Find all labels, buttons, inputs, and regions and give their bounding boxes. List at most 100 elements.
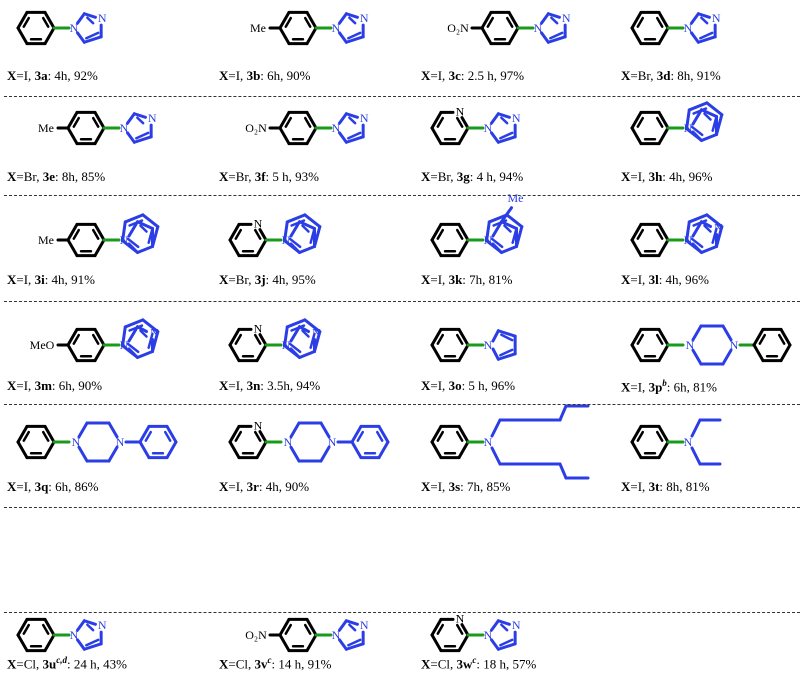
halide-symbol: X: [621, 479, 631, 494]
compound-3w: NNN: [430, 611, 521, 653]
caption-3f: X=Br, 3f: 5 h, 93%: [219, 169, 319, 185]
compound-id: 3e: [42, 169, 55, 184]
compound-3r: N N N: [228, 418, 390, 463]
halide-symbol: X: [219, 378, 229, 393]
pyridine-n-atom: N: [254, 418, 263, 432]
halide-value: =Cl,: [430, 656, 457, 672]
compound-id: 3c: [448, 68, 461, 83]
reaction-time: : 4 h,: [469, 169, 500, 184]
compound-id: 3l: [648, 272, 659, 287]
compound-3u: NN: [16, 617, 107, 653]
halide-value: =I,: [16, 479, 35, 494]
yield-value: 81%: [488, 272, 513, 287]
reaction-time: : 14 h,: [271, 656, 308, 672]
row-divider: [4, 195, 800, 196]
halide-symbol: X: [621, 68, 631, 83]
reaction-time: : 7h,: [462, 272, 489, 287]
reaction-time: : 6h,: [260, 68, 287, 83]
halide-symbol: X: [621, 379, 631, 395]
halide-value: =Br,: [228, 169, 255, 184]
compound-id: 3o: [448, 378, 462, 393]
halide-symbol: X: [219, 169, 229, 184]
ring-n3-atom: N: [150, 326, 159, 340]
halide-value: =I,: [16, 68, 35, 83]
yield-value: 81%: [685, 479, 710, 494]
caption-3q: X=I, 3q: 6h, 86%: [7, 479, 99, 495]
reaction-time: : 4h,: [47, 68, 74, 83]
caption-3t: X=I, 3t: 8h, 81%: [621, 479, 710, 495]
piperazine-n4-atom: N: [328, 435, 337, 449]
halide-symbol: X: [621, 272, 631, 287]
caption-3p: X=I, 3pb: 6h, 81%: [621, 378, 717, 395]
reaction-time: : 8h,: [54, 169, 82, 184]
halide-value: =Br,: [430, 169, 457, 184]
halide-value: =I,: [228, 378, 247, 393]
yield-value: 94%: [296, 378, 321, 393]
halide-symbol: X: [219, 656, 229, 672]
halide-symbol: X: [421, 68, 431, 83]
yield-value: 91%: [71, 272, 95, 287]
reaction-time: : 4h,: [44, 272, 72, 287]
imidazole-n3-atom: N: [360, 618, 369, 632]
caption-3s: X=I, 3s: 7h, 85%: [421, 479, 510, 495]
ring-n3-atom: N: [312, 326, 321, 340]
compound-id: 3n: [246, 378, 261, 393]
compound-id: 3g: [456, 169, 470, 184]
halide-value: =I,: [630, 272, 649, 287]
halide-symbol: X: [7, 378, 17, 393]
footnote-marker: c: [472, 655, 477, 665]
halide-value: =I,: [630, 379, 649, 395]
caption-3i: X=I, 3i: 4h, 91%: [7, 272, 95, 288]
compound-id: 3u: [42, 656, 57, 672]
reaction-time: : 6h,: [51, 378, 79, 393]
yield-value: 81%: [693, 379, 718, 395]
imidazole-n3-atom: N: [98, 618, 107, 632]
imidazole-n1-atom: N: [70, 21, 79, 35]
compound-3t: N: [630, 418, 722, 466]
caption-3e: X=Br, 3e: 8h, 85%: [7, 169, 105, 185]
yield-value: 90%: [285, 479, 310, 494]
row-divider: [4, 96, 800, 97]
yield-value: 57%: [512, 656, 537, 672]
halide-symbol: X: [421, 272, 431, 287]
imidazole-n1-atom: N: [70, 628, 79, 642]
compound-3j: NN: [228, 213, 322, 258]
compound-id: 3h: [648, 169, 663, 184]
footnote-marker: b: [662, 378, 667, 388]
piperazine-n1-atom: N: [72, 435, 81, 449]
row-divider: [4, 301, 800, 302]
compound-id: 3b: [246, 68, 261, 83]
caption-3n: X=I, 3n: 3.5h, 94%: [219, 378, 320, 394]
compound-3o: N: [430, 327, 517, 363]
caption-3w: X=Cl, 3wc: 18 h, 57%: [421, 655, 536, 672]
imidazole-n3-atom: N: [148, 111, 157, 125]
imidazole-n3-atom: N: [98, 11, 107, 25]
compound-3n: NNN: [228, 318, 322, 363]
compound-id: 3f: [254, 169, 266, 184]
methyl-label: Me: [38, 233, 54, 247]
halide-symbol: X: [219, 272, 229, 287]
halide-value: =I,: [228, 68, 247, 83]
footnote-marker: c,d: [56, 655, 67, 665]
yield-value: 91%: [307, 656, 332, 672]
halide-value: =Br,: [16, 169, 43, 184]
yield-value: 95%: [291, 272, 316, 287]
halide-symbol: X: [7, 479, 17, 494]
yield-value: 85%: [486, 479, 511, 494]
methyl-label: Me: [38, 121, 54, 135]
reaction-time: : 2.5 h,: [460, 68, 501, 83]
yield-value: 90%: [78, 378, 103, 393]
yield-value: 93%: [295, 169, 320, 184]
caption-3a: X=I, 3a: 4h, 92%: [7, 68, 98, 84]
amine-n-atom: N: [484, 435, 493, 449]
imidazole-n3-atom: N: [712, 11, 721, 25]
piperazine-n1-atom: N: [284, 435, 293, 449]
imidazole-n3-atom: N: [562, 11, 571, 25]
compound-id: 3j: [254, 272, 266, 287]
imidazole-n3-atom: N: [360, 11, 369, 25]
compound-3s: N: [430, 404, 590, 480]
piperazine-n4-atom: N: [116, 435, 125, 449]
